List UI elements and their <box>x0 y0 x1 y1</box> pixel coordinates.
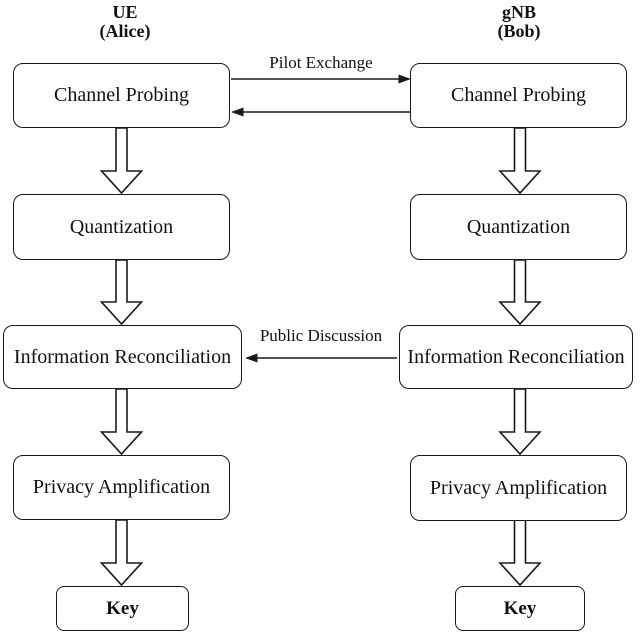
down-arrow-ue-4 <box>99 519 144 587</box>
box-information-reconciliation-ue: Information Reconciliation <box>3 325 242 389</box>
down-arrow-gnb-2 <box>498 259 542 326</box>
box-quantization-ue: Quantization <box>13 194 230 260</box>
public-discussion-label: Public Discussion <box>259 326 383 345</box>
box-key-gnb: Key <box>455 586 585 631</box>
pilot-exchange-label: Pilot Exchange <box>269 53 373 72</box>
box-information-reconciliation-gnb: Information Reconciliation <box>399 325 633 389</box>
down-arrow-gnb-4 <box>498 519 542 587</box>
down-arrow-ue-3 <box>99 388 144 456</box>
column-header-ue: UE (Alice) <box>45 3 205 41</box>
down-arrow-gnb-1 <box>498 127 542 195</box>
box-privacy-amplification-gnb: Privacy Amplification <box>410 455 627 521</box>
box-channel-probing-gnb: Channel Probing <box>410 63 627 128</box>
box-privacy-amplification-ue: Privacy Amplification <box>13 455 230 520</box>
gnb-subtitle: (Bob) <box>497 21 541 41</box>
ue-subtitle: (Alice) <box>99 21 151 41</box>
pilot-exchange-arrowhead-right <box>398 74 411 84</box>
down-arrow-ue-1 <box>99 127 144 195</box>
box-channel-probing-ue: Channel Probing <box>13 63 230 128</box>
down-arrow-gnb-3 <box>498 388 542 456</box>
public-discussion-arrowhead <box>245 353 258 363</box>
pilot-exchange-arrowhead-left <box>231 107 244 117</box>
column-header-gnb: gNB (Bob) <box>439 3 599 41</box>
gnb-title: gNB <box>501 2 536 22</box>
down-arrow-ue-2 <box>99 259 144 326</box>
ue-title: UE <box>112 2 138 22</box>
box-quantization-gnb: Quantization <box>410 194 627 260</box>
box-key-ue: Key <box>56 586 189 631</box>
